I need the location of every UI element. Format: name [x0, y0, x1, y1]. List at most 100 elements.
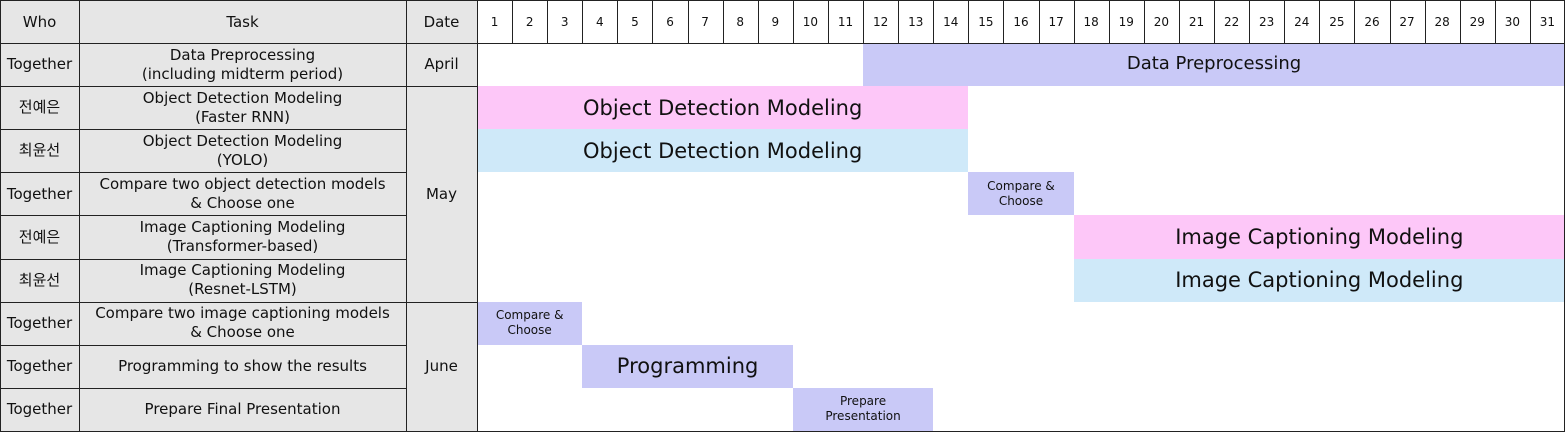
header-date: Date: [406, 0, 477, 43]
day-header: 22: [1214, 0, 1250, 43]
grid-line: [0, 431, 1565, 432]
row-task: Image Captioning Modeling (Resnet-LSTM): [79, 258, 406, 302]
day-header: 10: [792, 0, 828, 43]
grid-line: [722, 0, 724, 43]
row-who: 최윤선: [0, 258, 79, 302]
gantt-bar: Compare & Choose: [968, 172, 1074, 216]
day-header: 26: [1354, 0, 1390, 43]
grid-line: [0, 387, 406, 389]
row-task: Programming to show the results: [79, 344, 406, 388]
grid-line: [0, 172, 406, 174]
grid-line: [1038, 0, 1040, 43]
grid-line: [1354, 0, 1356, 43]
header-task: Task: [79, 0, 406, 43]
gantt-bar: Object Detection Modeling: [477, 129, 969, 173]
day-header: 20: [1143, 0, 1179, 43]
day-header: 8: [722, 0, 758, 43]
grid-line: [1319, 0, 1321, 43]
grid-line: [898, 0, 900, 43]
row-who: Together: [0, 301, 79, 345]
grid-line: [0, 301, 406, 303]
grid-line: [0, 0, 1565, 1]
grid-line: [1143, 0, 1145, 43]
grid-line: [406, 86, 477, 88]
day-header: 11: [827, 0, 864, 43]
day-header: 21: [1178, 0, 1215, 43]
grid-line: [1249, 0, 1251, 43]
day-header: 16: [1003, 0, 1039, 43]
day-header: 19: [1108, 0, 1144, 43]
day-header: 6: [652, 0, 688, 43]
grid-line: [757, 0, 759, 43]
day-header: 9: [757, 0, 793, 43]
day-header: 4: [582, 0, 618, 43]
day-header: 18: [1073, 0, 1109, 43]
day-header: 30: [1494, 0, 1530, 43]
grid-line: [968, 0, 970, 43]
day-header: 1: [477, 0, 513, 43]
grid-line: [1459, 0, 1461, 43]
day-header: 12: [863, 0, 899, 43]
gantt-bar: Image Captioning Modeling: [1073, 258, 1565, 302]
day-header: 13: [898, 0, 934, 43]
row-task: Object Detection Modeling (YOLO): [79, 129, 406, 173]
day-header: 27: [1389, 0, 1425, 43]
grid-line: [477, 0, 478, 432]
day-header: 7: [687, 0, 723, 43]
row-task: Compare two image captioning models & Ch…: [79, 301, 406, 345]
gantt-bar: Image Captioning Modeling: [1073, 215, 1565, 259]
grid-line: [1073, 0, 1075, 43]
day-header: 29: [1459, 0, 1495, 43]
day-header: 14: [933, 0, 969, 43]
grid-line: [1003, 0, 1005, 43]
grid-line: [792, 0, 794, 43]
grid-line: [512, 0, 514, 43]
grid-line: [652, 0, 654, 43]
row-task: Data Preprocessing (including midterm pe…: [79, 43, 406, 87]
grid-line: [0, 344, 406, 346]
grid-line: [0, 43, 1565, 44]
day-header: 31: [1529, 0, 1565, 43]
grid-line: [933, 0, 935, 43]
row-task: Image Captioning Modeling (Transformer-b…: [79, 215, 406, 259]
row-task: Prepare Final Presentation: [79, 387, 406, 431]
day-header: 5: [617, 0, 653, 43]
grid-line: [0, 258, 406, 260]
day-header: 25: [1319, 0, 1355, 43]
row-task: Object Detection Modeling (Faster RNN): [79, 86, 406, 130]
row-who: Together: [0, 387, 79, 431]
grid-line: [1284, 0, 1286, 43]
day-header: 28: [1424, 0, 1460, 43]
row-who: 최윤선: [0, 129, 79, 173]
grid-line: [1529, 0, 1531, 43]
day-header: 23: [1249, 0, 1285, 43]
header-who: Who: [0, 0, 79, 43]
grid-line: [1494, 0, 1496, 43]
row-who: Together: [0, 344, 79, 388]
grid-line: [0, 86, 406, 88]
row-who: Together: [0, 43, 79, 87]
month-label: April: [406, 43, 477, 87]
grid-line: [0, 129, 406, 131]
grid-line: [1214, 0, 1216, 43]
grid-line: [582, 0, 584, 43]
grid-line: [406, 0, 407, 432]
month-label: June: [406, 301, 477, 431]
gantt-bar: Programming: [582, 344, 793, 388]
grid-line: [687, 0, 689, 43]
row-task: Compare two object detection models & Ch…: [79, 172, 406, 216]
grid-line: [406, 301, 477, 303]
grid-line: [827, 0, 829, 43]
grid-line: [617, 0, 619, 43]
grid-line: [1108, 0, 1110, 43]
grid-line: [863, 0, 865, 43]
day-header: 24: [1284, 0, 1320, 43]
grid-line: [1389, 0, 1391, 43]
grid-line: [0, 215, 406, 217]
gantt-bar: Prepare Presentation: [792, 387, 934, 431]
row-who: 전예은: [0, 215, 79, 259]
gantt-bar: Data Preprocessing: [863, 43, 1565, 87]
day-header: 2: [512, 0, 548, 43]
gantt-bar: Compare & Choose: [477, 301, 583, 345]
